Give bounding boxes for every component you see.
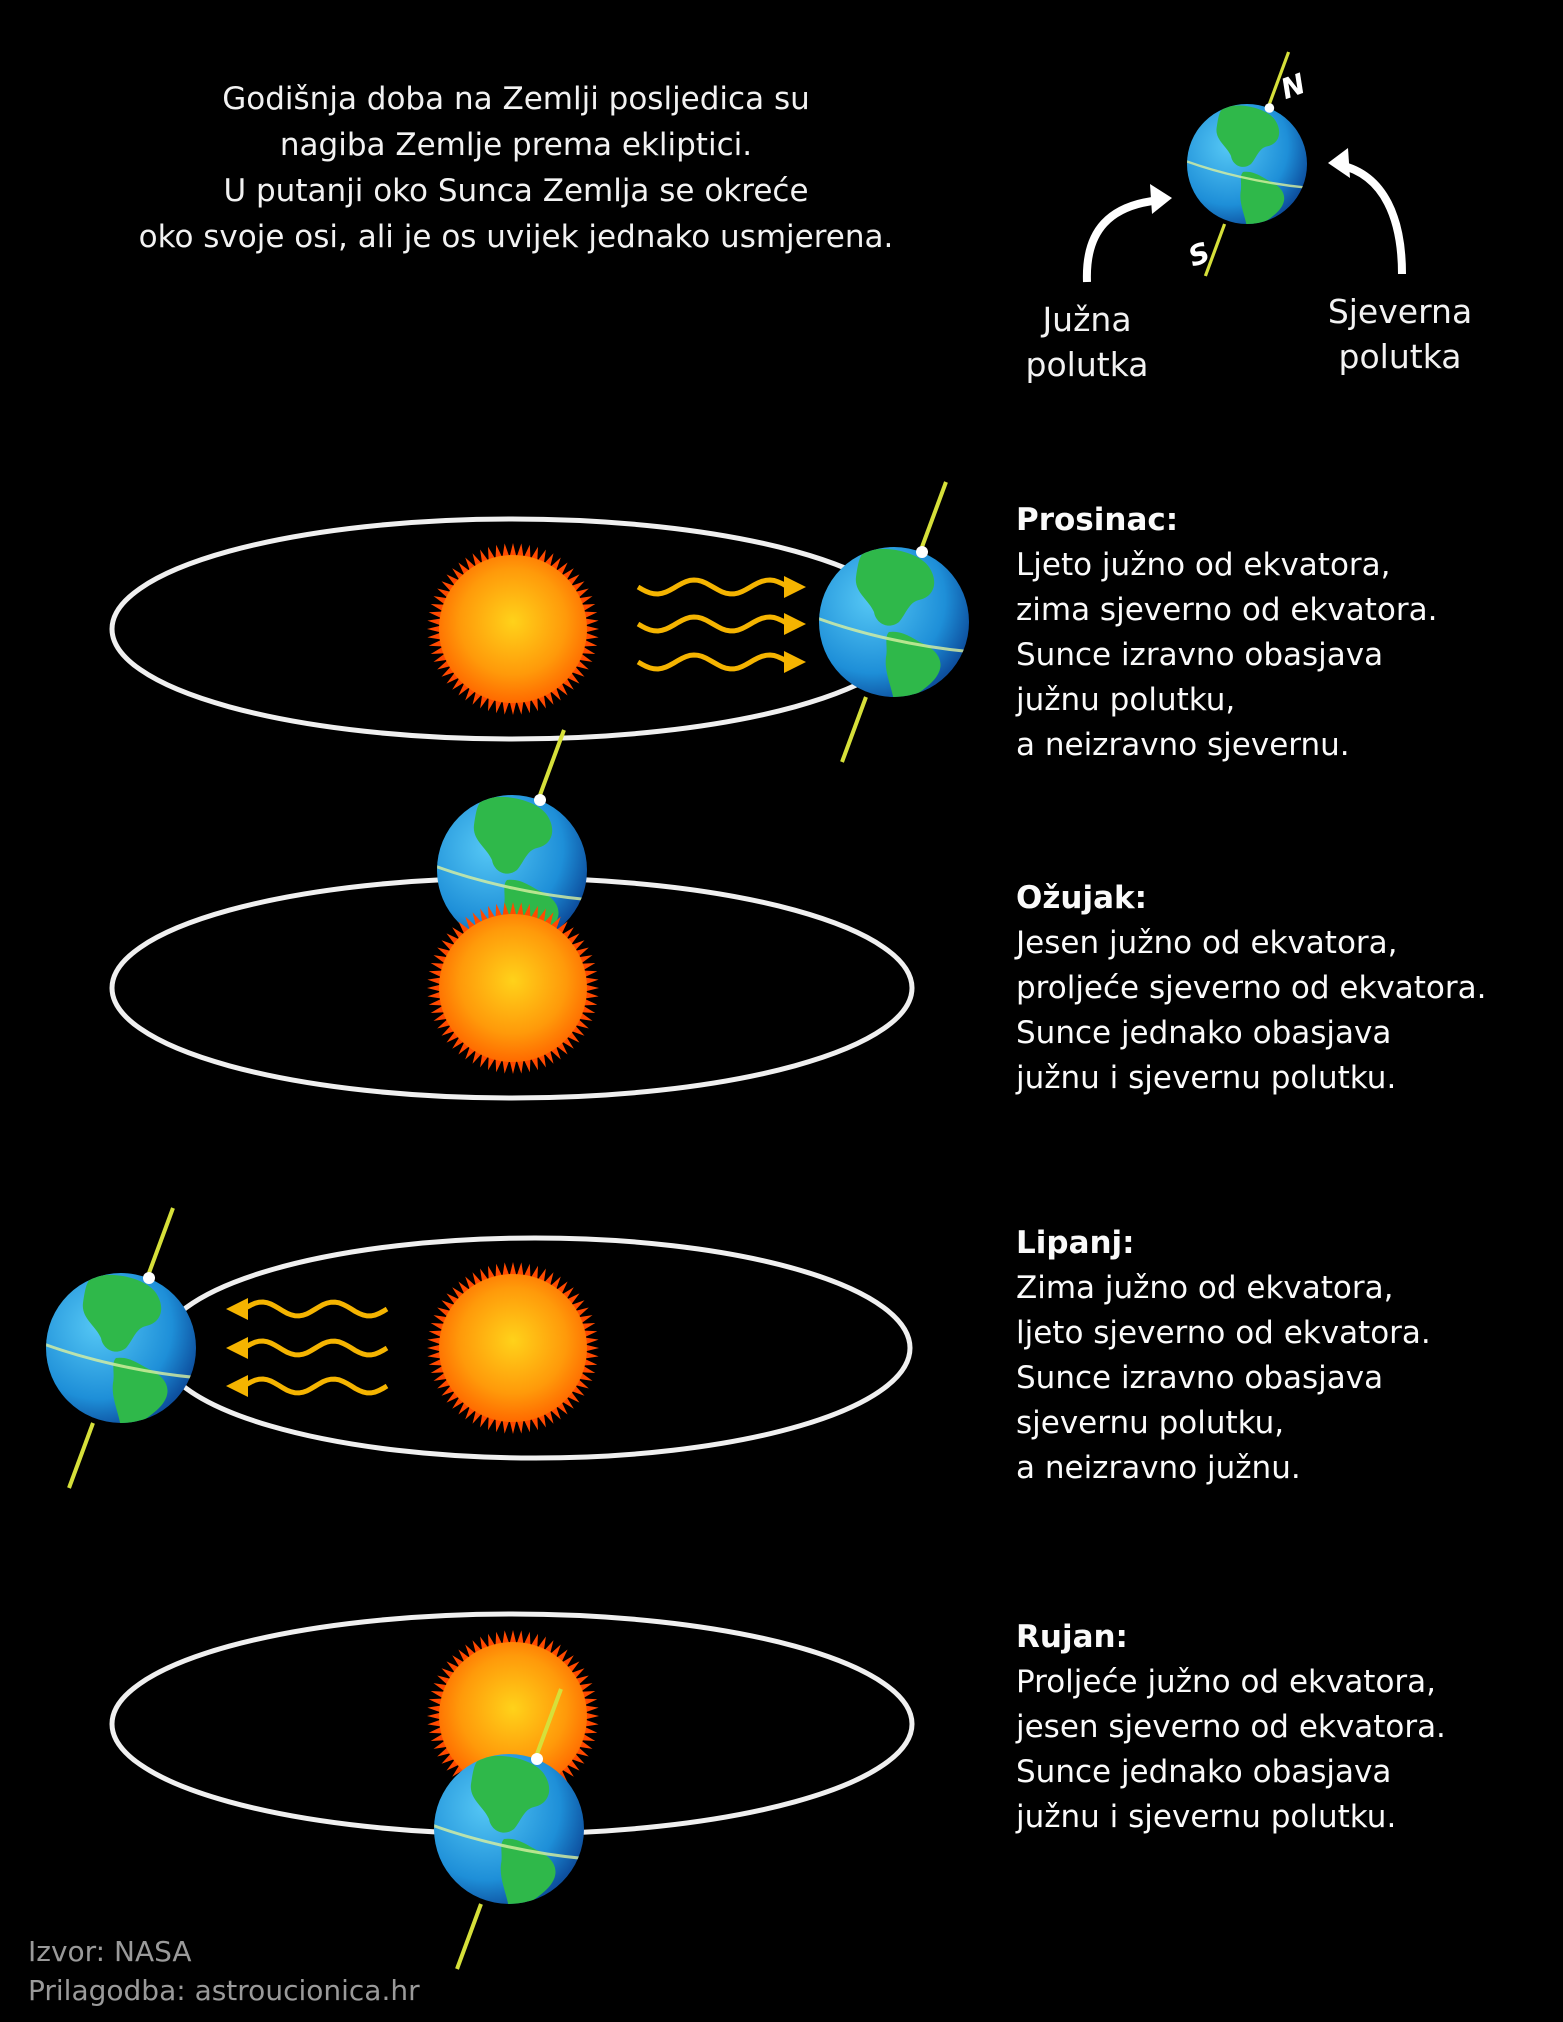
season-line: Sunce jednako obasjava (1016, 1754, 1392, 1790)
label-line: Sjeverna (1327, 292, 1473, 331)
season-line: ljeto sjeverno od ekvatora. (1016, 1315, 1431, 1351)
sun-december (427, 543, 599, 715)
light-rays-june (226, 1298, 389, 1397)
intro-line: Godišnja doba na Zemlji posljedica su (222, 81, 810, 117)
intro-text: Godišnja doba na Zemlji posljedica su na… (96, 76, 936, 260)
season-title: Ožujak: (1016, 880, 1148, 916)
season-line: a neizravno južnu. (1016, 1450, 1301, 1486)
label-line: polutka (1025, 345, 1149, 384)
light-ray (245, 1299, 389, 1319)
label-line: polutka (1338, 337, 1462, 376)
sun-disc (439, 914, 587, 1062)
arrowhead-icon (226, 1298, 248, 1320)
season-title: Lipanj: (1016, 1225, 1135, 1261)
season-line: sjevernu polutku, (1016, 1405, 1285, 1441)
season-line: Zima južno od ekvatora, (1016, 1270, 1394, 1306)
season-line: Sunce jednako obasjava (1016, 1015, 1392, 1051)
season-line: Jesen južno od ekvatora, (1016, 925, 1398, 961)
credits: Izvor: NASA Prilagodba: astroucionica.hr (28, 1932, 420, 2010)
season-line: Ljeto južno od ekvatora, (1016, 547, 1391, 583)
light-rays-december (636, 576, 806, 673)
light-ray (245, 1338, 389, 1358)
label-line: Južna (1042, 300, 1132, 339)
arrowhead-icon (784, 576, 806, 598)
season-line: Proljeće južno od ekvatora, (1016, 1664, 1437, 1700)
light-ray (636, 614, 788, 634)
sun-disc (439, 555, 587, 703)
north-pole-label: N (1277, 67, 1310, 106)
arrowhead-icon (226, 1337, 248, 1359)
arrow-northern-icon (1339, 161, 1406, 275)
sun-disc (439, 1642, 587, 1790)
intro-line: nagiba Zemlje prema ekliptici. (279, 127, 753, 163)
season-description-december: Prosinac: Ljeto južno od ekvatora, zima … (1016, 498, 1437, 768)
season-line: proljeće sjeverno od ekvatora. (1016, 970, 1487, 1006)
sun-june (427, 1262, 599, 1434)
source-credit: Izvor: NASA (28, 1935, 192, 1968)
arrow-southern-icon (1082, 196, 1161, 283)
season-description-june: Lipanj: Zima južno od ekvatora, ljeto sj… (1016, 1221, 1431, 1491)
northern-hemisphere-label: Sjeverna polutka (1270, 289, 1530, 379)
intro-line: U putanji oko Sunca Zemlja se okreće (223, 173, 809, 209)
south-pole-label: S (1184, 236, 1214, 274)
arrow-southern-head-icon (1150, 184, 1172, 214)
light-ray (636, 577, 788, 597)
season-line: južnu polutku, (1016, 682, 1236, 718)
sun-september (427, 1630, 599, 1802)
sun-march (427, 902, 599, 1074)
season-description-march: Ožujak: Jesen južno od ekvatora, proljeć… (1016, 876, 1486, 1101)
arrowhead-icon (784, 613, 806, 635)
season-line: Sunce izravno obasjava (1016, 1360, 1384, 1396)
arrow-northern-head-icon (1328, 148, 1350, 178)
southern-hemisphere-label: Južna polutka (957, 297, 1217, 387)
season-line: zima sjeverno od ekvatora. (1016, 592, 1438, 628)
adaptation-credit: Prilagodba: astroucionica.hr (28, 1974, 420, 2007)
season-line: južnu i sjevernu polutku. (1016, 1799, 1397, 1835)
season-line: jesen sjeverno od ekvatora. (1016, 1709, 1446, 1745)
arrowhead-icon (226, 1375, 248, 1397)
sun-disc (439, 1274, 587, 1422)
light-ray (636, 652, 788, 672)
season-line: južnu i sjevernu polutku. (1016, 1060, 1397, 1096)
season-title: Prosinac: (1016, 502, 1179, 538)
season-line: a neizravno sjevernu. (1016, 727, 1350, 763)
earth-december-icon (814, 482, 974, 762)
season-title: Rujan: (1016, 1619, 1128, 1655)
earth-june-icon (41, 1208, 201, 1488)
light-ray (245, 1376, 389, 1396)
season-line: Sunce izravno obasjava (1016, 637, 1384, 673)
arrowhead-icon (784, 651, 806, 673)
intro-line: oko svoje osi, ali je os uvijek jednako … (138, 219, 894, 255)
season-description-september: Rujan: Proljeće južno od ekvatora, jesen… (1016, 1615, 1446, 1840)
